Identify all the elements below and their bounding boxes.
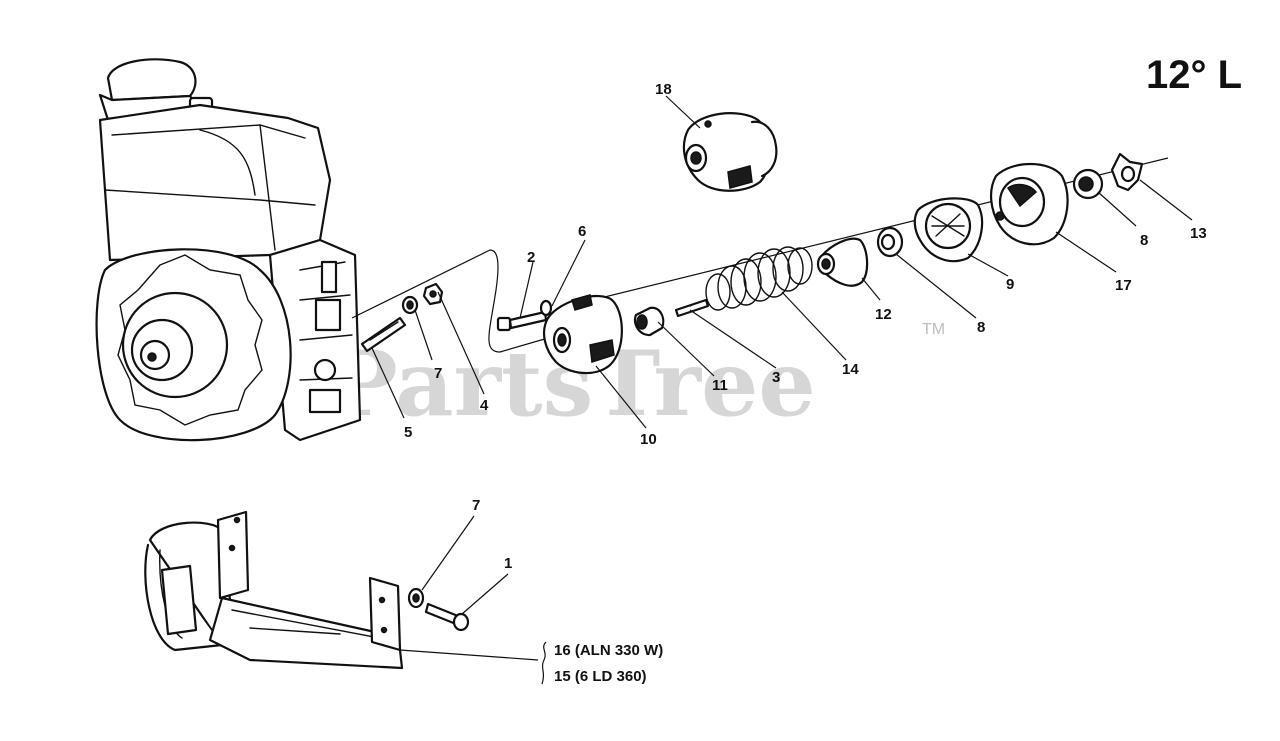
callout-10: 10 — [640, 431, 657, 448]
callout-8-left: 8 — [977, 319, 985, 336]
callout-9: 9 — [1006, 276, 1014, 293]
washer-part-7-lower — [407, 587, 425, 609]
callout-2: 2 — [527, 249, 535, 266]
washer-part-6 — [539, 299, 553, 317]
spring-part-14 — [705, 246, 813, 311]
bolt-part-2 — [496, 310, 548, 332]
callout-12: 12 — [875, 306, 892, 323]
nut-part-4 — [422, 282, 444, 306]
callout-17: 17 — [1115, 277, 1132, 294]
variant-references: 16 (ALN 330 W) 15 (6 LD 360) — [554, 642, 663, 685]
bushing-part-11 — [633, 306, 665, 337]
page-badge: 12° L — [1146, 53, 1242, 97]
callout-3: 3 — [772, 369, 780, 386]
pin-part-5 — [360, 316, 407, 353]
bolt-part-1 — [424, 602, 470, 632]
engine-drawing — [95, 58, 362, 442]
housing-part-17 — [990, 163, 1069, 246]
alternate-hub-part-18 — [682, 112, 778, 192]
callout-7-upper: 7 — [434, 365, 442, 382]
callout-14: 14 — [842, 361, 859, 378]
callout-11: 11 — [712, 377, 728, 394]
reference-16: 16 (ALN 330 W) — [554, 642, 663, 659]
reference-15: 15 (6 LD 360) — [554, 668, 647, 685]
callout-13: 13 — [1190, 225, 1207, 242]
watermark-tm: TM — [922, 321, 945, 338]
guard-bracket-part-15-16 — [144, 510, 404, 670]
partstree-watermark: PartsTree TM — [330, 321, 945, 437]
callout-6: 6 — [578, 223, 586, 240]
shaft-part-3 — [674, 298, 710, 318]
callout-8-right: 8 — [1140, 232, 1148, 249]
drum-part-9 — [913, 197, 984, 263]
callout-labels: 18 2 6 7 4 5 10 11 3 14 12 8 9 17 8 13 7… — [404, 81, 1207, 572]
bearing-part-8-left — [876, 226, 904, 258]
callout-18: 18 — [655, 81, 672, 98]
callout-7-lower: 7 — [472, 497, 480, 514]
hub-part-10 — [543, 294, 623, 375]
leader-lines — [371, 95, 1193, 685]
cone-part-12 — [816, 237, 869, 287]
washer-part-7 — [401, 295, 419, 315]
callout-4: 4 — [480, 397, 489, 414]
callout-5: 5 — [404, 424, 412, 441]
bearing-part-8-right — [1072, 168, 1104, 200]
callout-1: 1 — [504, 555, 512, 572]
lock-washer-part-13 — [1110, 152, 1144, 192]
